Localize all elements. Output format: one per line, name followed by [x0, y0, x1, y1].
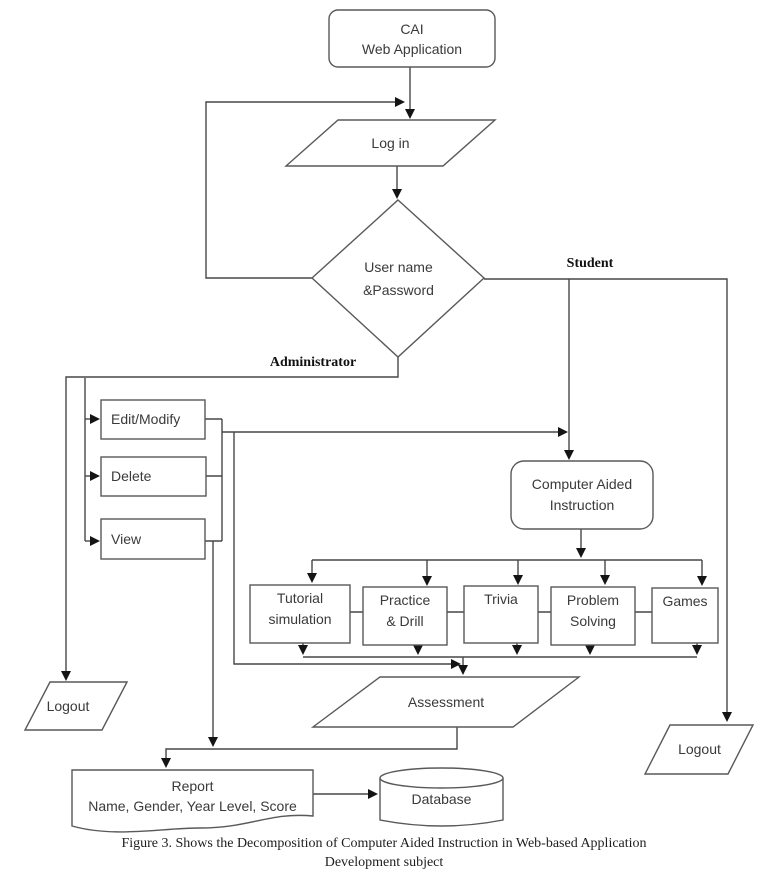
database-cylinder-top: [379, 767, 504, 789]
node-shapes: [23, 9, 755, 833]
assessment-shape: [310, 676, 582, 728]
logout-admin-shape: [23, 681, 129, 731]
problem-solving-label: Problem Solving: [566, 592, 620, 629]
edge-student-to-logout: [484, 278, 732, 722]
view-shape: [100, 518, 206, 560]
assessment-label: Assessment: [407, 693, 485, 710]
credentials-decision-shape: [310, 199, 486, 358]
view-label: View: [111, 530, 142, 547]
admin-bracket: [205, 418, 223, 542]
credentials-label: User name &Password: [363, 258, 434, 298]
logout-admin-label: Logout: [46, 697, 90, 714]
tutorial-label: Tutorial simulation: [268, 590, 332, 627]
cai-web-app-shape: [328, 9, 496, 68]
trivia-label: Trivia: [484, 591, 518, 607]
practice-label: Practice & Drill: [379, 592, 431, 629]
cai-web-app-label: CAI Web Application: [361, 20, 463, 57]
tutorial-shape: [249, 584, 351, 644]
administrator-branch-label: Administrator: [269, 355, 357, 370]
login-label: Log in: [371, 134, 410, 151]
cai-instruction-label: Computer Aided Instruction: [531, 476, 633, 513]
cai-instruction-shape: [510, 460, 654, 530]
edge-admin-actions-to-assessment: [233, 432, 461, 669]
edge-assessment-to-report: [161, 727, 458, 768]
report-label: Report Name, Gender, Year Level, Score: [88, 778, 297, 814]
problem-solving-shape: [550, 586, 636, 646]
edge-credentials-retry-loop: [205, 97, 405, 279]
practice-shape: [362, 586, 448, 646]
edit-modify-shape: [100, 399, 206, 440]
database-label: Database: [411, 790, 472, 807]
report-document-shape: [71, 769, 314, 833]
logout-student-shape: [643, 724, 755, 775]
edge-admin-to-logout: [61, 357, 399, 681]
games-shape: [651, 587, 719, 644]
delete-shape: [100, 456, 207, 497]
delete-label: Delete: [111, 468, 152, 484]
login-shape: [284, 119, 497, 167]
connector-lines: [61, 67, 732, 799]
figure-caption: Figure 3. Shows the Decomposition of Com…: [121, 836, 647, 870]
database-cylinder-body: [379, 778, 504, 827]
student-branch-label: Student: [566, 256, 614, 271]
logout-student-label: Logout: [678, 741, 721, 757]
edit-modify-label: Edit/Modify: [111, 411, 181, 427]
trivia-shape: [463, 585, 539, 644]
games-label: Games: [662, 593, 708, 609]
